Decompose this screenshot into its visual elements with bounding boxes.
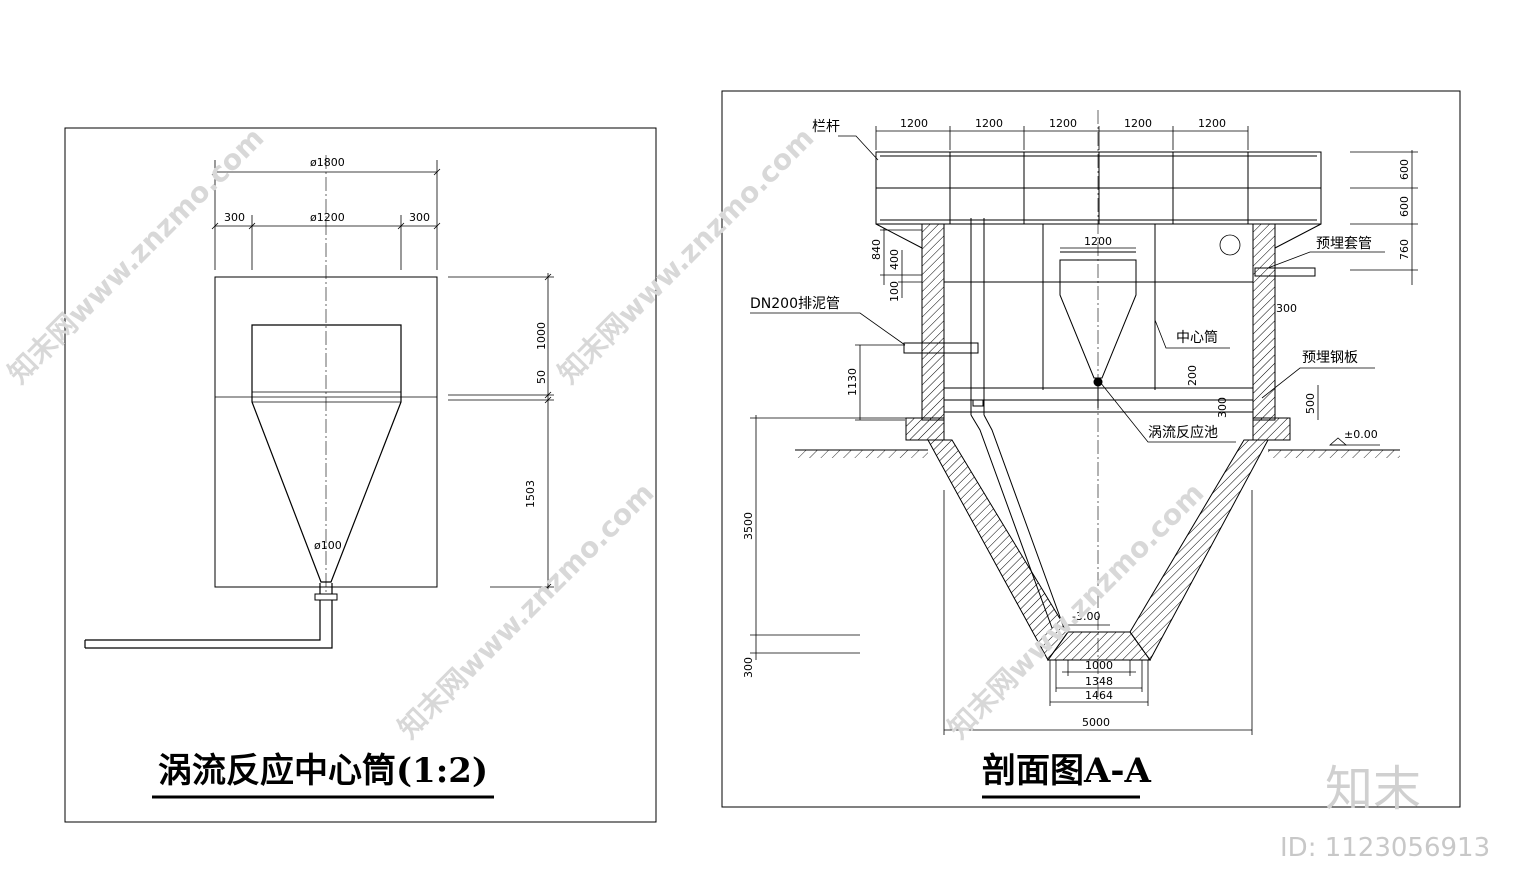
right-v-dims <box>1350 150 1418 285</box>
dim-bottom-1: 1000 <box>1085 659 1113 672</box>
right-title: 剖面图A-A <box>982 751 1151 791</box>
dim-bottom-3: 1464 <box>1085 689 1113 702</box>
dim-outer-dia: ø1800 <box>310 156 345 169</box>
dim-tube-width: 1200 <box>1084 235 1112 248</box>
label-embedded-sleeve: 预埋套管 <box>1316 236 1372 252</box>
dim-h300b: 300 <box>1216 397 1229 418</box>
depth-dims <box>750 415 906 660</box>
railing <box>875 151 1322 225</box>
dim-h1130: 1130 <box>846 368 859 396</box>
left-frame <box>64 127 657 823</box>
dim-h-top: 1000 <box>535 322 548 350</box>
watermark-3: 知末网www.znzmo.com <box>392 476 661 745</box>
span-2: 1200 <box>975 117 1003 130</box>
dim-h-gap: 50 <box>535 370 548 384</box>
dim-inner-dia: ø1200 <box>310 211 345 224</box>
left-title: 涡流反应中心筒(1:2) <box>158 751 488 791</box>
lv-400: 400 <box>888 249 901 270</box>
label-sludge-pipe: DN200排泥管 <box>750 296 840 312</box>
dim-h300: 300 <box>742 657 755 678</box>
span-3: 1200 <box>1049 117 1077 130</box>
span-dims <box>875 126 1249 150</box>
image-id: ID: 1123056913 <box>1280 833 1490 863</box>
flange <box>314 593 338 601</box>
brand-mark: 知末 <box>1325 761 1421 817</box>
dim-outlet: ø100 <box>314 539 342 552</box>
tank-walls <box>875 223 1322 661</box>
span-4: 1200 <box>1124 117 1152 130</box>
rv-2: 600 <box>1398 196 1411 217</box>
ground <box>795 449 1400 458</box>
center-tube <box>1042 224 1156 408</box>
outlet-pipe <box>85 583 333 649</box>
left-v-dims <box>880 228 922 298</box>
right-frame <box>721 90 1461 808</box>
dim-side-left: 300 <box>224 211 245 224</box>
watermark-1: 知末网www.znzmo.com <box>2 121 271 390</box>
dim-wall: 300 <box>1276 302 1297 315</box>
left-panel: ø1800 ø1200 300 300 ø100 1000 50 1503 <box>64 127 657 823</box>
rv-3: 760 <box>1398 239 1411 260</box>
left-right-dims <box>448 273 554 591</box>
rv-1: 600 <box>1398 159 1411 180</box>
watermark-2: 知末网www.znzmo.com <box>552 121 821 390</box>
label-bottom-level: -3.00 <box>1072 610 1100 623</box>
label-embedded-plate: 预埋钢板 <box>1302 350 1358 366</box>
lv-100: 100 <box>888 281 901 302</box>
dim-bottom-2: 1348 <box>1085 675 1113 688</box>
label-ground-level: ±0.00 <box>1344 428 1378 441</box>
label-center-tube: 中心筒 <box>1176 329 1218 346</box>
dim-depth: 3500 <box>742 512 755 540</box>
lv-840: 840 <box>870 239 883 260</box>
label-railing: 栏杆 <box>812 119 840 135</box>
dim-h200: 200 <box>1186 365 1199 386</box>
label-vortex-tank: 涡流反应池 <box>1148 424 1218 441</box>
dim-side-right: 300 <box>409 211 430 224</box>
right-panel: 1200 1200 1200 1200 1200 栏杆 600 600 760 <box>721 90 1461 808</box>
dim-1130-lines <box>855 344 905 421</box>
dim-h500: 500 <box>1304 393 1317 414</box>
dim-top-width: 5000 <box>1082 716 1110 729</box>
sludge-pipe <box>903 218 1065 629</box>
sleeve-pipe <box>1254 267 1316 277</box>
span-1: 1200 <box>900 117 928 130</box>
dim-h-cone: 1503 <box>524 480 537 508</box>
span-5: 1200 <box>1198 117 1226 130</box>
bottom-dims <box>943 490 1253 735</box>
